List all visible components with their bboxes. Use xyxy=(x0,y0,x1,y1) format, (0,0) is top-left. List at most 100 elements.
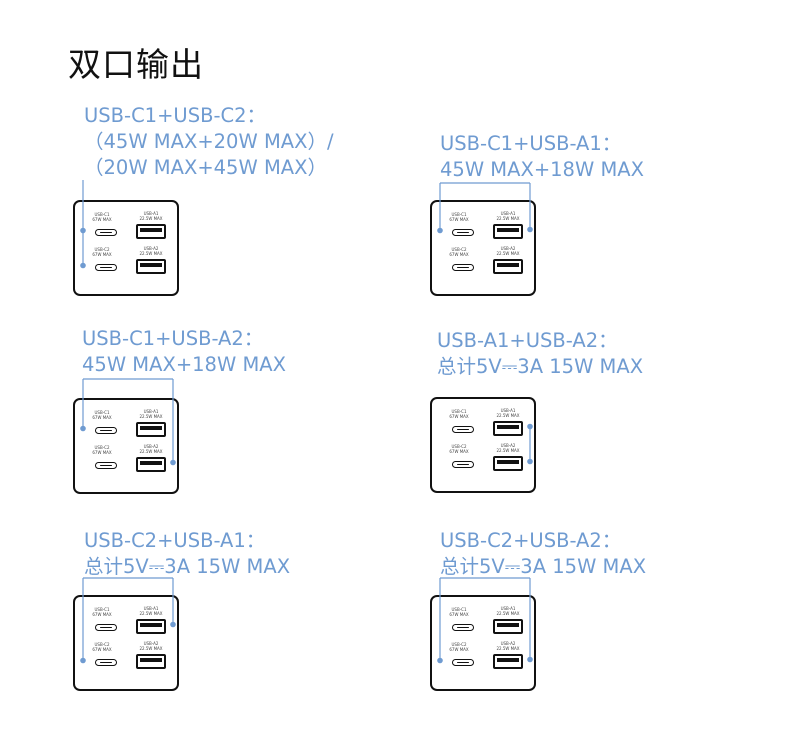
port-label-text: 67W MAX xyxy=(449,414,469,419)
port-label-text: USB-A1 xyxy=(143,409,159,414)
port-label-text: USB-A2 xyxy=(500,641,516,646)
port-label-text: 67W MAX xyxy=(449,647,469,652)
port-label-text: 67W MAX xyxy=(92,450,112,455)
port-label-text: 67W MAX xyxy=(92,415,112,420)
port-label-text: USB-A1 xyxy=(143,211,159,216)
usb-a-port-a1 xyxy=(136,619,166,634)
usb-a-port-a2 xyxy=(493,259,523,274)
port-label-text: USB-A2 xyxy=(500,443,516,448)
combo-label-c1-a1: USB-C1+USB-A1：45W MAX+18W MAX xyxy=(440,131,644,183)
port-label-text: USB-C2 xyxy=(94,247,110,252)
combo-label-line: 总计5V⎓3A 15W MAX xyxy=(84,555,291,578)
port-label-text: 67W MAX xyxy=(449,252,469,257)
port-label-text: USB-C2 xyxy=(94,445,110,450)
port-label-text: 22.5W MAX xyxy=(496,611,520,616)
usb-c-port-c1 xyxy=(452,229,474,236)
combo-label-line: USB-C1+USB-C2： xyxy=(84,104,267,127)
port-label-text: 67W MAX xyxy=(92,612,112,617)
combo-label-line: （20W MAX+45W MAX） xyxy=(84,156,327,179)
port-label-text: 22.5W MAX xyxy=(139,251,163,256)
port-label-text: USB-C1 xyxy=(451,607,467,612)
connector-dot-a1 xyxy=(527,226,533,233)
usb-c-port-c2 xyxy=(95,264,117,271)
port-label-text: 67W MAX xyxy=(449,217,469,222)
usb-c-port-c1 xyxy=(95,624,117,631)
port-label-text: USB-A1 xyxy=(143,606,159,611)
usb-c-port-c2 xyxy=(95,659,117,666)
combo-label-line: USB-C2+USB-A1： xyxy=(84,529,266,552)
port-label-text: 67W MAX xyxy=(449,449,469,454)
port-label-text: 22.5W MAX xyxy=(139,414,163,419)
combo-label-a1-a2: USB-A1+USB-A2： 总计5V⎓3A 15W MAX xyxy=(437,328,643,380)
connector-dot-c1 xyxy=(80,425,86,432)
usb-a-port-a2 xyxy=(136,457,166,472)
usb-a-port-a1 xyxy=(493,421,523,436)
combo-label-line: 45W MAX+18W MAX xyxy=(82,353,286,376)
port-label-text: 22.5W MAX xyxy=(139,449,163,454)
port-label-text: 67W MAX xyxy=(92,217,112,222)
port-label-text: 22.5W MAX xyxy=(496,251,520,256)
combo-label-line: USB-A1+USB-A2： xyxy=(437,329,618,352)
port-label-text: 67W MAX xyxy=(449,612,469,617)
port-label-text: USB-C2 xyxy=(94,642,110,647)
usb-c-port-c1 xyxy=(452,426,474,433)
connector-dot-a2 xyxy=(527,656,533,663)
usb-a-port-a2 xyxy=(493,654,523,669)
port-label-text: 22.5W MAX xyxy=(139,216,163,221)
port-label-text: USB-C1 xyxy=(94,410,110,415)
port-label-text: USB-A2 xyxy=(143,641,159,646)
combo-label-c2-a2: USB-C2+USB-A2：总计5V⎓3A 15W MAX xyxy=(440,528,646,580)
usb-c-port-c1 xyxy=(95,427,117,434)
usb-c-port-c2 xyxy=(452,659,474,666)
usb-a-port-a1 xyxy=(493,224,523,239)
combo-label-c1-a2: USB-C1+USB-A2：45W MAX+18W MAX xyxy=(82,326,286,378)
port-label-text: USB-A2 xyxy=(143,246,159,251)
connector-dot-c2 xyxy=(80,657,86,664)
connector-dot-a2 xyxy=(170,459,176,466)
combo-label-line: 总计5V⎓3A 15W MAX xyxy=(437,355,644,378)
port-label-text: USB-C1 xyxy=(94,607,110,612)
usb-a-port-a1 xyxy=(136,422,166,437)
connector-dot-c2 xyxy=(437,657,443,664)
port-label-text: USB-A1 xyxy=(500,408,516,413)
usb-c-port-c1 xyxy=(452,624,474,631)
usb-c-port-c2 xyxy=(452,264,474,271)
port-label-text: USB-C2 xyxy=(451,642,467,647)
usb-c-port-c2 xyxy=(95,462,117,469)
port-label-text: 67W MAX xyxy=(92,647,112,652)
port-label-text: USB-C1 xyxy=(451,409,467,414)
usb-c-port-c1 xyxy=(95,229,117,236)
connector-dot-c1 xyxy=(80,227,86,234)
connector-dot-a2 xyxy=(527,458,533,465)
port-label-text: 22.5W MAX xyxy=(496,646,520,651)
combo-label-line: （45W MAX+20W MAX）/ xyxy=(84,130,334,153)
connector-dot-a1 xyxy=(170,621,176,628)
port-label-text: USB-A2 xyxy=(500,246,516,251)
usb-a-port-a2 xyxy=(493,456,523,471)
usb-a-port-a1 xyxy=(136,224,166,239)
